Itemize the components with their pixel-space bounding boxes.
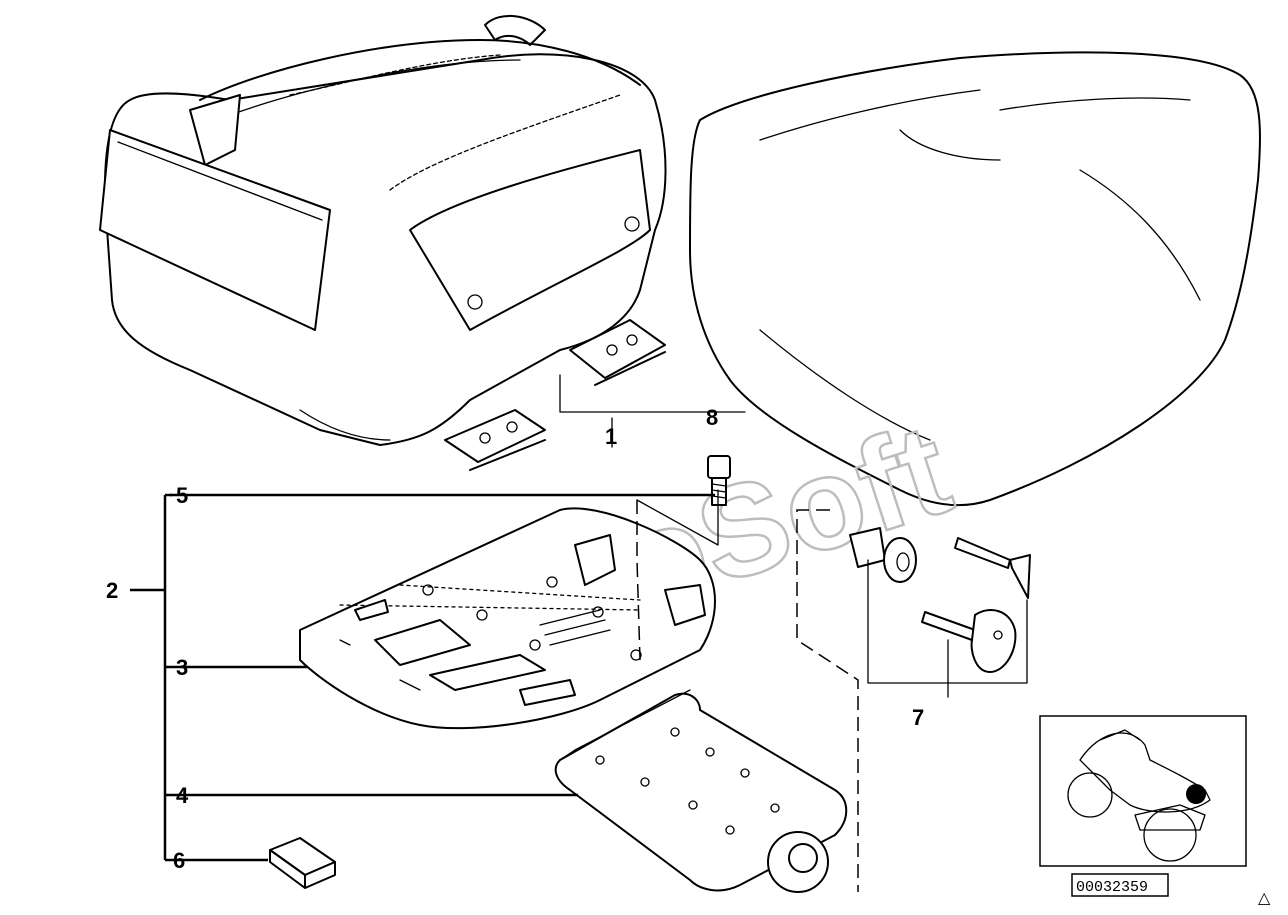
- callout-2: 2: [106, 578, 118, 603]
- reference-number-box: 00032359: [1071, 873, 1169, 897]
- carrier-plate-illustration: [299, 507, 716, 730]
- callout-3: 3: [176, 655, 188, 680]
- bolt-illustration: [707, 455, 731, 506]
- callout-4: 4: [176, 783, 189, 808]
- location-marker-icon: [1186, 784, 1206, 804]
- corner-mark: △: [1258, 890, 1271, 907]
- callout-1: 1: [605, 424, 617, 449]
- callout-7: 7: [912, 705, 924, 730]
- lock-and-keys-illustration: [849, 527, 1031, 684]
- callout-6: 6: [173, 848, 185, 873]
- rubber-block-illustration: [269, 837, 336, 889]
- soft-bag-illustration: [99, 14, 667, 471]
- callout-5: 5: [176, 483, 188, 508]
- mounting-bracket-illustration: [554, 689, 848, 893]
- callout-8: 8: [706, 405, 718, 430]
- motorcycle-locator-thumbnail: [1039, 715, 1247, 867]
- reference-number: 00032359: [1076, 879, 1148, 896]
- bag-cover-illustration: [689, 51, 1262, 507]
